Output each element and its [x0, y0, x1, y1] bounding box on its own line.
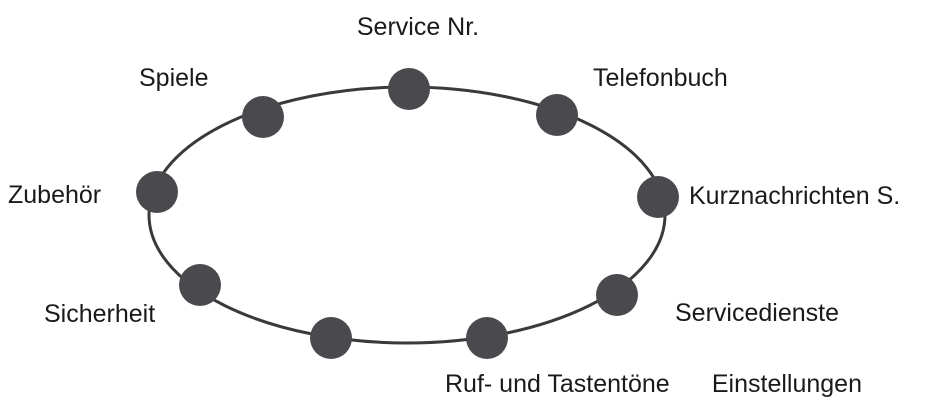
node-zubehoer	[136, 171, 178, 213]
node-kurznachrichten	[637, 176, 679, 218]
node-spiele	[242, 96, 284, 138]
node-sicherheit	[179, 264, 221, 306]
label-service-nr: Service Nr.	[357, 13, 479, 41]
label-einstellungen: Einstellungen	[712, 370, 862, 398]
node-ruf-und-tastentoene	[310, 317, 352, 359]
label-servicedienste: Servicedienste	[675, 299, 839, 327]
label-telefonbuch: Telefonbuch	[593, 64, 728, 92]
label-spiele: Spiele	[139, 64, 209, 92]
node-servicedienste	[596, 274, 638, 316]
menu-ring	[147, 85, 667, 345]
node-einstellungen	[466, 317, 508, 359]
label-zubehoer: Zubehör	[8, 181, 101, 209]
label-kurznachrichten: Kurznachrichten S.	[689, 182, 900, 210]
node-telefonbuch	[536, 94, 578, 136]
node-service-nr	[388, 68, 430, 110]
label-ruf-und-tastentoene: Ruf- und Tastentöne	[445, 370, 670, 398]
label-sicherheit: Sicherheit	[44, 300, 155, 328]
